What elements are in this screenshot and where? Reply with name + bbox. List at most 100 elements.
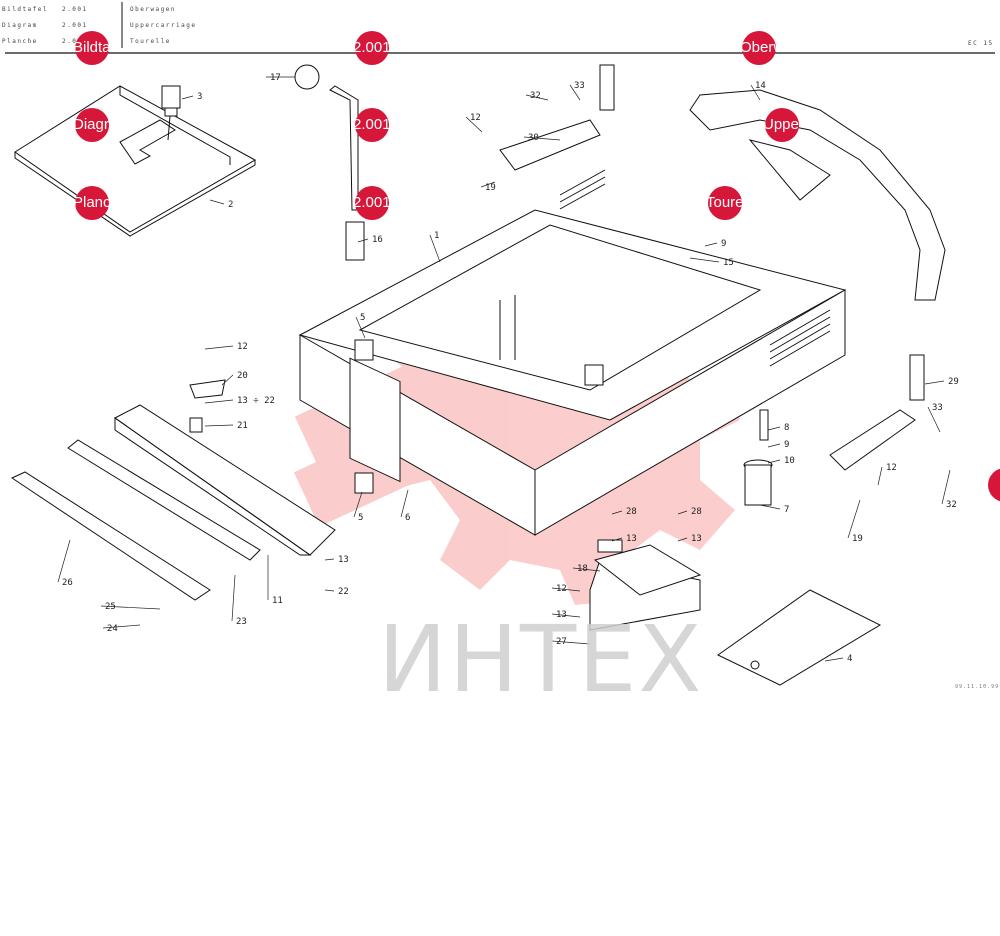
part-number-label: 15 xyxy=(723,258,734,268)
leader-line xyxy=(750,84,761,101)
leader-line xyxy=(57,539,71,583)
header-code-bildtafel: 2.001 xyxy=(62,6,88,13)
part-number-label: 32 xyxy=(530,91,541,101)
leader-line xyxy=(924,380,945,385)
part-number-label: 7 xyxy=(784,505,789,515)
leader-line xyxy=(847,499,861,539)
part-number-label: 28 xyxy=(691,507,702,517)
part-number-label: 19 xyxy=(485,183,496,193)
part-number-label: 5 xyxy=(358,513,363,523)
hotspot-planche[interactable]: Planche xyxy=(75,186,109,220)
leader-line xyxy=(677,537,688,542)
header-label-diagram: Diagram xyxy=(2,22,38,29)
louvre-grille xyxy=(559,169,831,367)
coupling-part-3 xyxy=(161,85,181,141)
leader-line xyxy=(572,567,601,572)
leader-line xyxy=(767,443,781,448)
part-number-label: 27 xyxy=(556,637,567,647)
part-number-label: 9 xyxy=(784,440,789,450)
hotspot-tourelle[interactable]: Tourelle xyxy=(708,186,742,220)
leader-line xyxy=(221,374,234,386)
nut-part-21 xyxy=(189,417,203,433)
part-number-label: 20 xyxy=(237,371,248,381)
leader-line xyxy=(465,116,483,133)
bracket-part-29 xyxy=(829,354,925,471)
part-number-label: 11 xyxy=(272,596,283,606)
hotspot-oberwagen[interactable]: Oberwagen xyxy=(742,31,776,65)
part-number-label: 14 xyxy=(755,81,766,91)
leader-line xyxy=(355,316,366,339)
leader-line xyxy=(324,558,335,561)
leader-line xyxy=(927,406,941,433)
leader-line xyxy=(525,94,549,101)
leader-line xyxy=(181,95,194,100)
part-number-label: 12 xyxy=(556,584,567,594)
cover-part-11 xyxy=(114,404,336,556)
leader-line xyxy=(941,469,951,505)
part-number-label: 6 xyxy=(405,513,410,523)
part-number-label: 13 xyxy=(556,610,567,620)
part-number-label: 2 xyxy=(228,200,233,210)
leader-line xyxy=(100,605,161,610)
part-number-label: 8 xyxy=(784,423,789,433)
part-number-label: 19 xyxy=(852,534,863,544)
part-number-label: 24 xyxy=(107,624,118,634)
part-number-label: 13 xyxy=(626,534,637,544)
leader-line xyxy=(677,510,688,515)
cover-part-26 xyxy=(10,471,211,601)
part-number-label: 26 xyxy=(62,578,73,588)
hotspot-edge[interactable] xyxy=(988,468,1000,502)
part-number-label: 5 xyxy=(360,313,365,323)
hotspot-2001-row3[interactable]: 2.001 xyxy=(355,186,389,220)
part-number-label: 13 ÷ 22 xyxy=(237,396,275,406)
leader-line xyxy=(551,613,581,618)
hotspot-bildtafel[interactable]: Bildtafel xyxy=(75,31,109,65)
leader-line xyxy=(400,489,409,518)
part-number-label: 12 xyxy=(237,342,248,352)
part-number-label: 17 xyxy=(270,73,281,83)
header-title-en: Uppercarriage xyxy=(130,22,197,29)
hotspot-2001-row1[interactable]: 2.001 xyxy=(355,31,389,65)
part-number-label: 21 xyxy=(237,421,248,431)
leader-line xyxy=(204,424,234,427)
leader-line xyxy=(704,242,718,247)
leader-line xyxy=(353,491,363,518)
header-title-fr: Tourelle xyxy=(130,38,171,45)
part-number-label: 16 xyxy=(372,235,383,245)
hotspot-uppercarriage[interactable]: Uppercarriage xyxy=(765,108,799,142)
watermark-text: ИНТЕХ xyxy=(378,606,704,713)
hotspot-2001-row2[interactable]: 2.001 xyxy=(355,108,389,142)
leader-line xyxy=(480,181,496,188)
leader-line xyxy=(523,136,561,141)
battery-part-27 xyxy=(589,539,702,631)
cover-part-23 xyxy=(67,439,261,561)
leader-line xyxy=(611,537,623,542)
part-number-label: 28 xyxy=(626,507,637,517)
part-number-label: 25 xyxy=(105,602,116,612)
lever-part-16 xyxy=(294,64,365,261)
header-model: EC 15 xyxy=(968,40,994,47)
header-label-bildtafel: Bildtafel xyxy=(2,6,49,13)
leader-line xyxy=(209,199,225,205)
part-number-label: 22 xyxy=(338,587,349,597)
leader-line xyxy=(767,426,781,431)
main-frame-part-1 xyxy=(298,169,847,536)
hotspot-diagram[interactable]: Diagram xyxy=(75,108,109,142)
leader-line xyxy=(551,640,591,645)
plate-part-2 xyxy=(14,85,257,237)
part-number-label: 10 xyxy=(784,456,795,466)
leader-line xyxy=(357,238,369,243)
leader-line xyxy=(689,257,720,263)
part-number-label: 30 xyxy=(528,133,539,143)
part-number-label: 9 xyxy=(721,239,726,249)
leader-line xyxy=(551,587,581,592)
header-code-diagram: 2.001 xyxy=(62,22,88,29)
part-number-label: 3 xyxy=(197,92,202,102)
header-title-de: Oberwagen xyxy=(130,6,177,13)
part-number-label: 13 xyxy=(338,555,349,565)
leader-line xyxy=(204,399,234,404)
leader-line xyxy=(759,504,781,510)
